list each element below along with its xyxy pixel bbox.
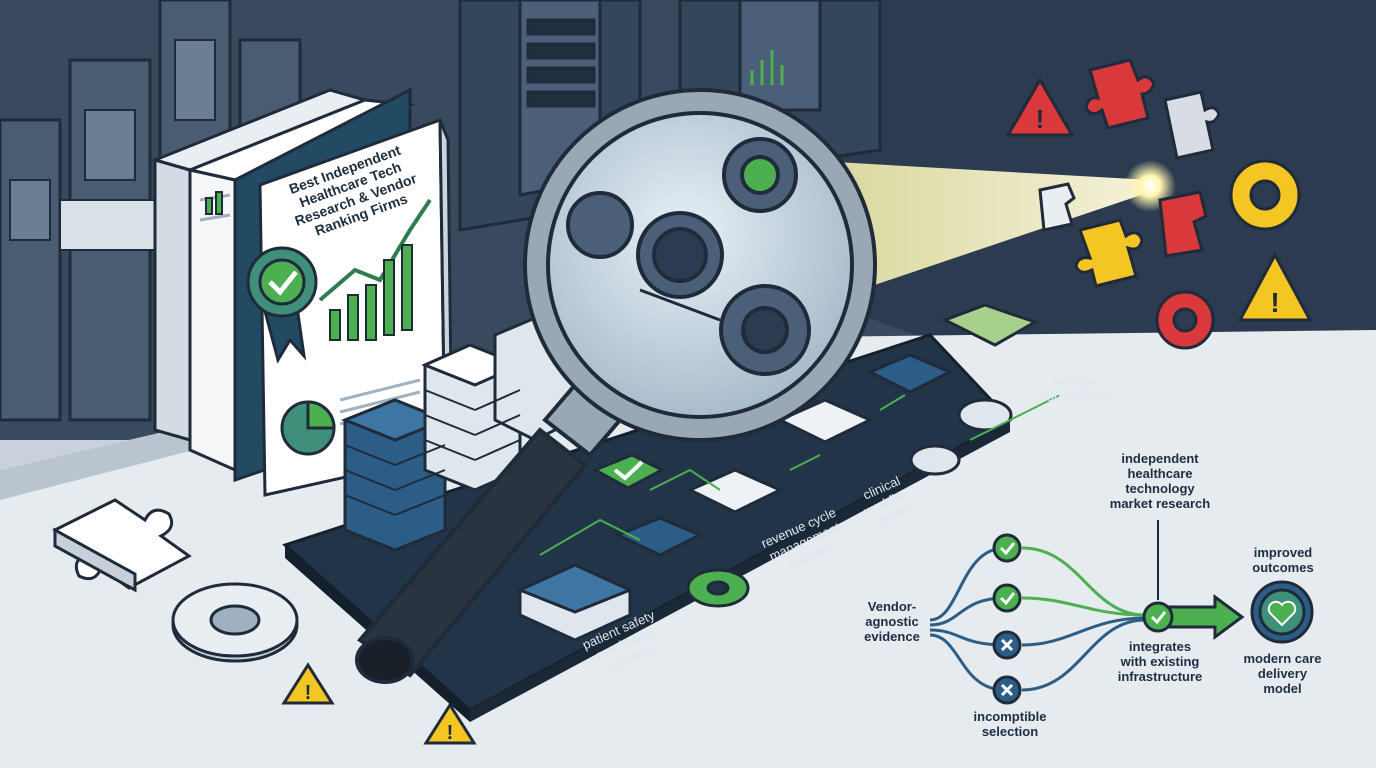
flow-lines	[929, 520, 1159, 692]
checkmark-icon	[613, 460, 644, 481]
puzzle-icon	[52, 498, 192, 593]
svg-text:!: !	[305, 682, 312, 704]
label-care-model: modern care delivery model	[1243, 651, 1322, 696]
magnifier-icon	[355, 88, 877, 684]
label-incompatible: incomptible selection	[973, 709, 1047, 739]
svg-text:!: !	[1036, 104, 1045, 134]
gear-icon	[171, 582, 299, 663]
flow-arrow	[1168, 594, 1245, 640]
label-scalable-connections: scalable connections	[1040, 374, 1110, 404]
warning-icon: ! !	[1005, 77, 1313, 322]
x-icon	[992, 630, 1022, 705]
svg-text:!: !	[447, 722, 454, 744]
label-market-research: independent healthcare technology market…	[1109, 451, 1211, 511]
bar-chart-icon	[318, 198, 432, 302]
puzzle-icon	[1038, 58, 1221, 288]
label-outcomes: improved outcomes	[1252, 545, 1314, 575]
label-integrates: integrates with existing infrastructure	[1117, 639, 1203, 684]
gear-icon	[686, 398, 1013, 608]
heart-icon	[1250, 580, 1314, 644]
svg-text:!: !	[1270, 287, 1279, 318]
platform-modules	[516, 303, 1039, 642]
warning-icon: ! !	[281, 662, 477, 745]
gear-icon	[1155, 159, 1301, 350]
label-vendor-agnostic: Vendor- agnostic evidence	[864, 599, 920, 644]
checkmark-icon	[992, 533, 1174, 633]
award-ribbon-icon	[246, 246, 318, 364]
pie-chart-icon	[280, 400, 336, 456]
